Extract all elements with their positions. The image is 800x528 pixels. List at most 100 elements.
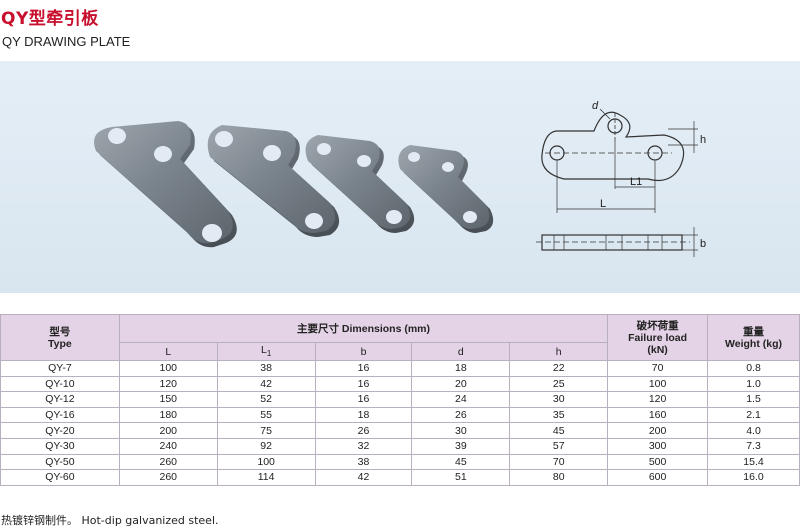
table-cell: 120 bbox=[607, 391, 709, 408]
table-cell: QY-7 bbox=[0, 360, 120, 377]
header-l: L bbox=[118, 342, 218, 361]
table-cell: 7.3 bbox=[707, 437, 800, 455]
table-cell: QY-30 bbox=[0, 437, 120, 455]
table-cell: 45 bbox=[411, 453, 511, 471]
header-type: 型号 Type bbox=[0, 314, 120, 361]
drawing-plate-1 bbox=[94, 121, 237, 248]
table-cell: 42 bbox=[314, 469, 413, 486]
table-cell: 120 bbox=[118, 375, 218, 393]
table-cell: 100 bbox=[216, 453, 316, 471]
table-cell: 18 bbox=[411, 360, 511, 377]
header-weight-cn: 重量 bbox=[743, 325, 765, 338]
label-b: b bbox=[700, 238, 706, 250]
table-cell: 16 bbox=[314, 391, 413, 408]
label-l1: L1 bbox=[630, 176, 642, 188]
table-cell: 160 bbox=[607, 406, 709, 424]
table-cell: 0.8 bbox=[707, 360, 800, 377]
header-l1-main: L bbox=[260, 344, 267, 357]
label-d: d bbox=[592, 100, 599, 112]
label-l: L bbox=[600, 198, 606, 210]
table-cell: 260 bbox=[118, 469, 218, 486]
table-cell: 38 bbox=[314, 453, 413, 471]
technical-drawing-side-view bbox=[536, 227, 698, 257]
table-cell: 70 bbox=[509, 453, 609, 471]
drawing-plate-3 bbox=[305, 135, 415, 233]
table-cell: 92 bbox=[216, 437, 316, 455]
table-cell: QY-50 bbox=[0, 453, 120, 471]
table-cell: 1.5 bbox=[707, 391, 800, 408]
drawing-plate-2 bbox=[207, 125, 340, 237]
table-cell: QY-16 bbox=[0, 406, 120, 424]
table-cell: 1.0 bbox=[707, 375, 800, 393]
table-cell: 35 bbox=[509, 406, 609, 424]
spec-table: 型号 Type 主要尺寸 Dimensions (mm) 破坏荷重 Failur… bbox=[0, 314, 800, 486]
table-cell: QY-60 bbox=[0, 469, 120, 486]
table-cell: 30 bbox=[411, 422, 511, 439]
table-cell: 52 bbox=[216, 391, 316, 408]
technical-drawing-top-view bbox=[541, 108, 698, 213]
header-weight: 重量 Weight (kg) bbox=[707, 314, 800, 361]
header-d: d bbox=[411, 342, 511, 361]
header-type-cn: 型号 bbox=[49, 325, 71, 338]
table-cell: 26 bbox=[411, 406, 511, 424]
page-title-cn: QY型牵引板 bbox=[1, 9, 99, 29]
table-cell: 200 bbox=[118, 422, 218, 439]
header-weight-en: Weight (kg) bbox=[725, 337, 782, 350]
table-cell: 200 bbox=[607, 422, 709, 439]
footnote: 热镀锌钢制件。 Hot-dip galvanized steel. bbox=[1, 514, 219, 527]
table-cell: QY-20 bbox=[0, 422, 120, 439]
table-cell: 500 bbox=[607, 453, 709, 471]
table-cell: 70 bbox=[607, 360, 709, 377]
header-failure-en: Failure load bbox=[628, 331, 688, 344]
table-cell: 240 bbox=[118, 437, 218, 455]
label-h: h bbox=[700, 134, 706, 146]
table-cell: 18 bbox=[314, 406, 413, 424]
table-cell: 20 bbox=[411, 375, 511, 393]
page-title-en: QY DRAWING PLATE bbox=[2, 34, 131, 49]
table-cell: 80 bbox=[509, 469, 609, 486]
header-dimensions: 主要尺寸 Dimensions (mm) bbox=[118, 314, 609, 343]
header-l1: L1 bbox=[216, 342, 316, 361]
table-cell: 75 bbox=[216, 422, 316, 439]
table-cell: 114 bbox=[216, 469, 316, 486]
table-cell: 300 bbox=[607, 437, 709, 455]
header-failure-cn: 破坏荷重 bbox=[636, 319, 679, 332]
table-cell: 600 bbox=[607, 469, 709, 486]
table-cell: 2.1 bbox=[707, 406, 800, 424]
table-cell: 55 bbox=[216, 406, 316, 424]
header-h: h bbox=[509, 342, 609, 361]
table-cell: 16 bbox=[314, 360, 413, 377]
table-cell: 32 bbox=[314, 437, 413, 455]
table-cell: 15.4 bbox=[707, 453, 800, 471]
header-type-en: Type bbox=[48, 337, 72, 350]
product-illustration: d h L1 L b bbox=[94, 100, 706, 257]
table-cell: 45 bbox=[509, 422, 609, 439]
table-cell: 24 bbox=[411, 391, 511, 408]
table-cell: 100 bbox=[607, 375, 709, 393]
table-cell: 180 bbox=[118, 406, 218, 424]
header-b: b bbox=[314, 342, 413, 361]
product-photo-panel: d h L1 L b bbox=[0, 61, 800, 293]
table-cell: 25 bbox=[509, 375, 609, 393]
table-cell: 38 bbox=[216, 360, 316, 377]
table-cell: 42 bbox=[216, 375, 316, 393]
table-cell: 22 bbox=[509, 360, 609, 377]
table-cell: 150 bbox=[118, 391, 218, 408]
header-failure-load: 破坏荷重 Failure load (kN) bbox=[607, 314, 709, 361]
table-cell: 100 bbox=[118, 360, 218, 377]
table-cell: 51 bbox=[411, 469, 511, 486]
table-cell: QY-10 bbox=[0, 375, 120, 393]
table-cell: 4.0 bbox=[707, 422, 800, 439]
table-cell: 39 bbox=[411, 437, 511, 455]
header-failure-unit: (kN) bbox=[647, 343, 668, 356]
table-cell: 26 bbox=[314, 422, 413, 439]
